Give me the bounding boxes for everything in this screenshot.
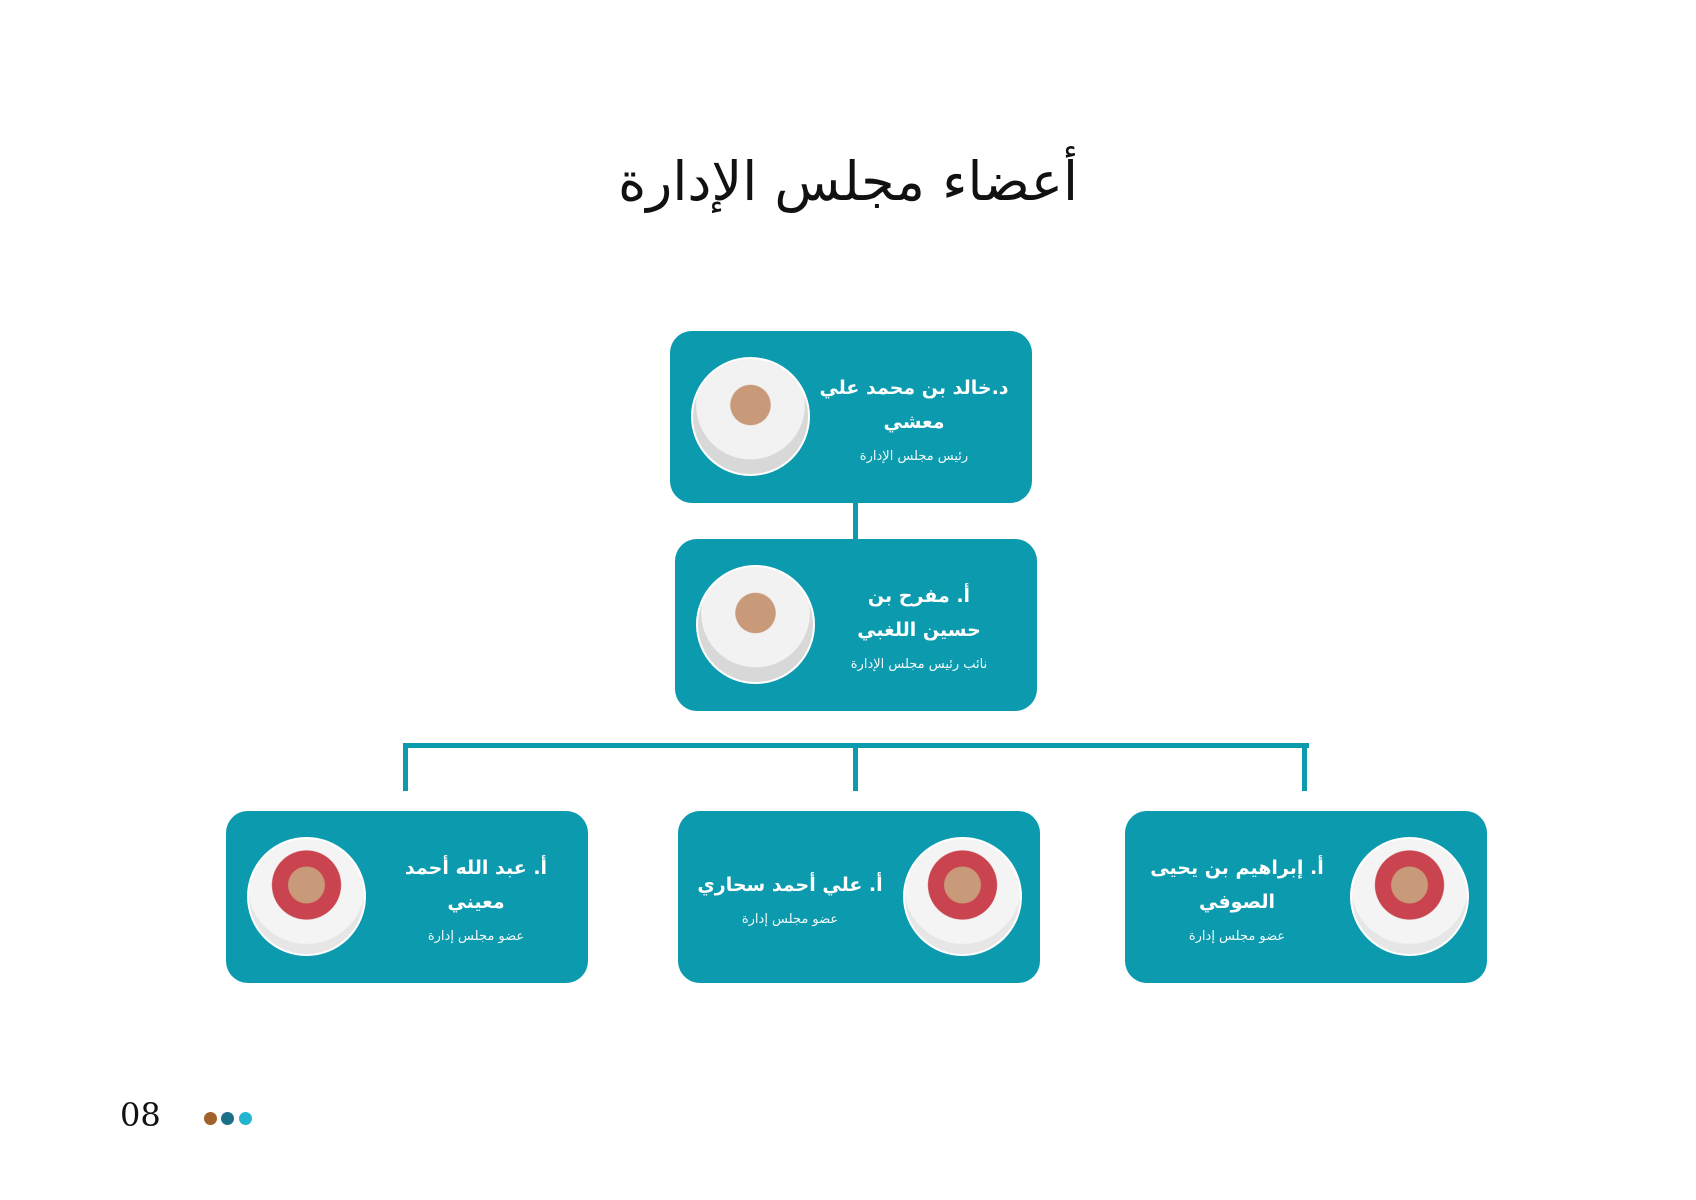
member-photo <box>696 565 815 684</box>
connector-line <box>853 743 858 791</box>
member-role: عضو مجلس إدارة <box>427 928 525 944</box>
member-role: رئيس مجلس الإدارة <box>859 448 969 464</box>
member-name: أ. عبد الله أحمد معيني <box>404 856 548 913</box>
decor-dot <box>221 1112 234 1125</box>
member-photo <box>691 357 810 476</box>
connector-line <box>403 743 408 791</box>
member-role: عضو مجلس إدارة <box>1188 928 1286 944</box>
connector-line <box>1302 743 1307 791</box>
member-card-vice-chairman: أ. مفرح بن حسين اللغبي نائب رئيس مجلس ال… <box>675 539 1037 711</box>
connector-line <box>853 503 858 540</box>
member-photo <box>903 837 1022 956</box>
page-title: أعضاء مجلس الإدارة <box>618 150 1078 213</box>
page-number: 08 <box>120 1096 161 1134</box>
member-name: أ. إبراهيم بن يحيى الصوفي <box>1150 856 1324 913</box>
decor-dot <box>204 1112 217 1125</box>
member-photo <box>1350 837 1469 956</box>
member-name: أ. علي أحمد سحاري <box>697 873 883 896</box>
member-photo <box>247 837 366 956</box>
member-card: أ. عبد الله أحمد معيني عضو مجلس إدارة <box>226 811 588 983</box>
member-card: أ. علي أحمد سحاري عضو مجلس إدارة <box>678 811 1040 983</box>
member-name: د.خالد بن محمد علي معشي <box>819 376 1009 433</box>
member-role: عضو مجلس إدارة <box>741 911 839 927</box>
member-card-chairman: د.خالد بن محمد علي معشي رئيس مجلس الإدار… <box>670 331 1032 503</box>
decor-dot <box>239 1112 252 1125</box>
member-name: أ. مفرح بن حسين اللغبي <box>857 584 981 641</box>
member-card: أ. إبراهيم بن يحيى الصوفي عضو مجلس إدارة <box>1125 811 1487 983</box>
member-role: نائب رئيس مجلس الإدارة <box>850 656 988 672</box>
